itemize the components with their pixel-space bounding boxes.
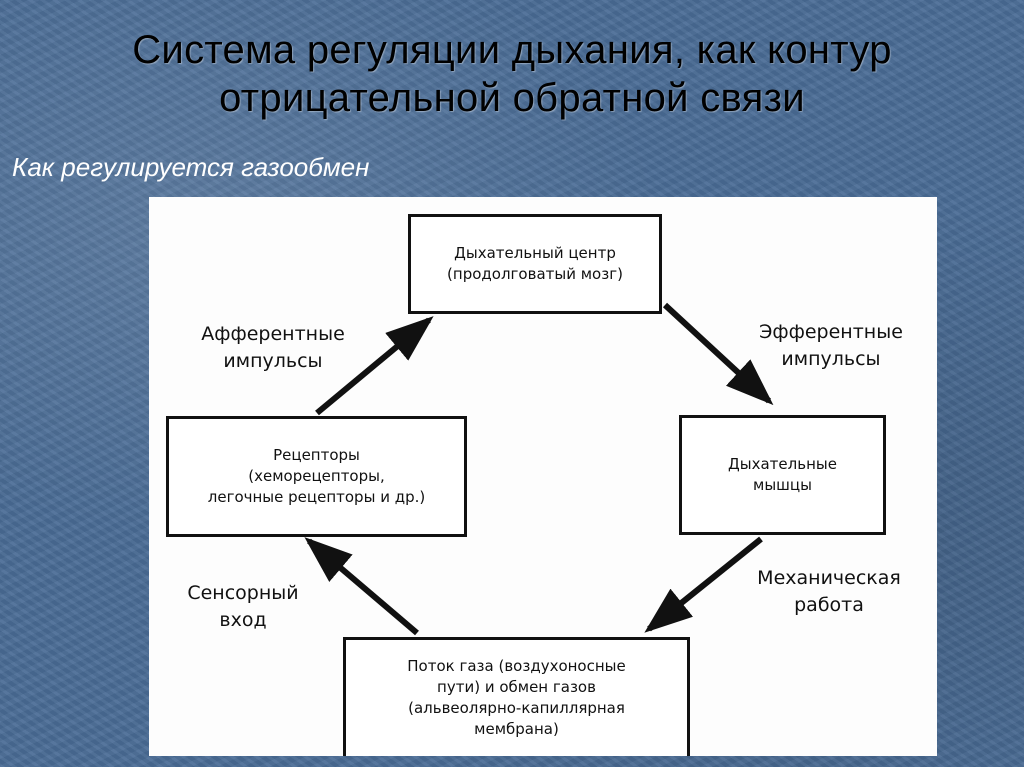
node-respiratory-center-line-2: (продолговатый мозг) — [447, 265, 623, 283]
label-efferent-line-2: импульсы — [781, 348, 881, 370]
label-efferent-line-1: Эфферентные — [759, 321, 903, 343]
arrow-mechanical — [644, 536, 763, 633]
arrow-afferent — [315, 316, 434, 416]
node-gas-flow-line-4: мембрана) — [474, 720, 559, 738]
slide-title-line-1: Система регуляции дыхания, как контур — [132, 28, 892, 72]
label-afferent: Афферентные импульсы — [173, 321, 373, 375]
node-gas-flow-line-3: (альвеолярно-капиллярная — [408, 699, 625, 717]
arrow-sensory — [304, 537, 419, 636]
label-sensory-line-2: вход — [219, 609, 267, 631]
node-receptors: Рецепторы (хеморецепторы, легочные рецеп… — [166, 416, 467, 537]
node-gas-flow-line-1: Поток газа (воздухоносные — [407, 657, 626, 675]
node-receptors-line-2: (хеморецепторы, — [248, 467, 385, 485]
diagram-arrows — [304, 302, 774, 636]
node-respiratory-center-line-1: Дыхательный центр — [454, 244, 616, 262]
diagram-panel: Дыхательный центр (продолговатый мозг) Д… — [149, 197, 937, 756]
node-gas-flow: Поток газа (воздухоносные пути) и обмен … — [343, 637, 690, 756]
label-mechanical-line-2: работа — [794, 594, 864, 616]
slide-title: Система регуляции дыхания, как контур от… — [0, 26, 1024, 122]
node-respiratory-center: Дыхательный центр (продолговатый мозг) — [408, 214, 662, 314]
node-respiratory-muscles-line-2: мышцы — [753, 476, 812, 494]
node-receptors-line-3: легочные рецепторы и др.) — [207, 488, 426, 506]
slide-title-line-2: отрицательной обратной связи — [219, 76, 805, 120]
label-afferent-line-1: Афферентные — [201, 323, 345, 345]
node-gas-flow-line-2: пути) и обмен газов — [437, 678, 596, 696]
slide-subtitle: Как регулируется газообмен — [12, 152, 370, 182]
arrow-efferent — [662, 302, 774, 406]
node-respiratory-muscles-line-1: Дыхательные — [728, 455, 837, 473]
node-receptors-line-1: Рецепторы — [273, 446, 360, 464]
label-mechanical-line-1: Механическая — [757, 567, 901, 589]
label-efferent: Эфферентные импульсы — [731, 319, 931, 373]
node-respiratory-muscles: Дыхательные мышцы — [679, 415, 886, 535]
label-sensory-line-1: Сенсорный — [187, 582, 299, 604]
label-afferent-line-2: импульсы — [223, 350, 323, 372]
label-mechanical: Механическая работа — [729, 565, 929, 619]
label-sensory: Сенсорный вход — [163, 580, 323, 634]
